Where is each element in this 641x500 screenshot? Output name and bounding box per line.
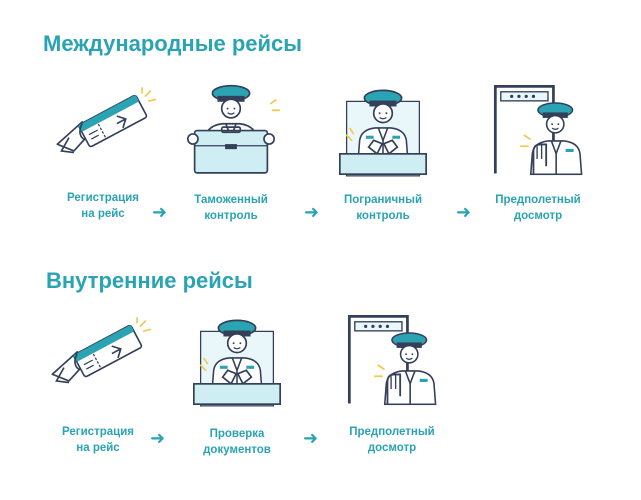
step-domestic-registration: Регистрация на рейс bbox=[33, 308, 163, 456]
step-label: Предполетный досмотр bbox=[495, 194, 581, 222]
step-label: Предполетный досмотр bbox=[349, 426, 435, 454]
arrow-icon: ➜ bbox=[150, 428, 166, 449]
step-international-customs: Таможенный контроль bbox=[166, 76, 296, 224]
step-domestic-documents: Проверка документов bbox=[172, 306, 302, 458]
step-label: Проверка документов bbox=[203, 428, 271, 456]
arrow-icon: ➜ bbox=[304, 202, 320, 223]
security-officer-icon bbox=[479, 74, 597, 184]
arrow-icon: ➜ bbox=[456, 202, 472, 223]
step-label: Регистрация на рейс bbox=[62, 426, 134, 454]
boarding-pass-icon bbox=[44, 308, 152, 404]
document-check-officer-icon bbox=[182, 306, 292, 416]
arrow-icon: ➜ bbox=[303, 428, 319, 449]
security-officer-icon bbox=[333, 304, 451, 414]
step-label: Пограничный контроль bbox=[343, 194, 423, 222]
step-international-registration: Регистрация на рейс bbox=[38, 78, 168, 222]
step-label: Таможенный контроль bbox=[194, 194, 268, 222]
section-title-international: Международные рейсы bbox=[43, 31, 303, 56]
section-title-domestic: Внутренние рейсы bbox=[46, 268, 253, 293]
step-domestic-security: Предполетный досмотр bbox=[327, 304, 457, 456]
step-international-security: Предполетный досмотр bbox=[473, 74, 603, 224]
arrow-icon: ➜ bbox=[152, 202, 168, 223]
boarding-pass-icon bbox=[49, 78, 157, 174]
customs-officer-icon bbox=[176, 76, 286, 180]
step-international-border: Пограничный контроль bbox=[318, 76, 448, 224]
border-officer-icon bbox=[328, 76, 438, 186]
step-label: Регистрация на рейс bbox=[67, 192, 139, 220]
